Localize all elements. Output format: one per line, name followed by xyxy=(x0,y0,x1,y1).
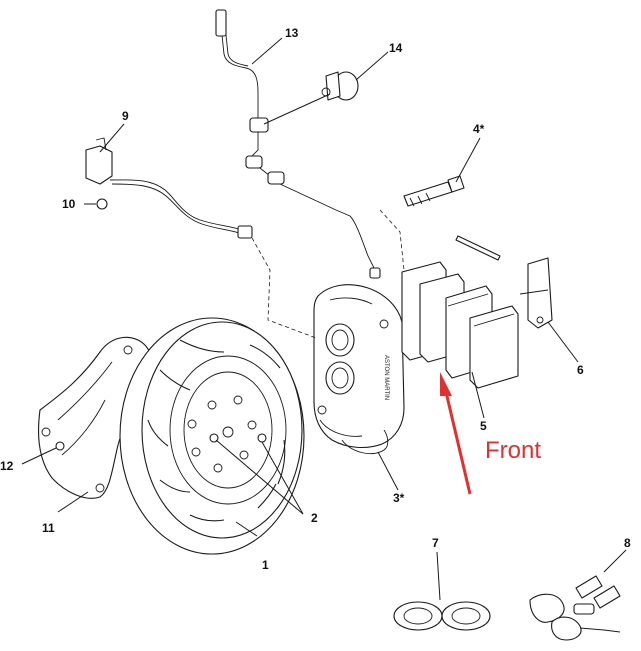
wheel-stud-holes xyxy=(187,395,257,473)
leader-lines xyxy=(21,37,627,601)
brake-caliper: ASTON MARTIN xyxy=(313,284,405,454)
callout-8: 8 xyxy=(624,536,631,550)
pad-retaining-pin xyxy=(455,235,553,329)
callout-6: 6 xyxy=(577,363,584,377)
callout-2: 2 xyxy=(311,511,318,525)
bleed-screws xyxy=(529,575,621,641)
pad-shims xyxy=(393,601,491,631)
brake-hose xyxy=(85,137,253,239)
caliper-lettering: ASTON MARTIN xyxy=(383,355,389,400)
shield-screw xyxy=(55,441,65,451)
callout-12: 12 xyxy=(0,459,14,473)
callout-13: 13 xyxy=(285,26,299,40)
callout-14: 14 xyxy=(389,41,403,55)
brake-pads xyxy=(401,261,519,389)
sensor-clip xyxy=(321,71,359,101)
callout-11: 11 xyxy=(42,521,55,535)
callout-3: 3* xyxy=(393,491,405,505)
callout-4: 4* xyxy=(473,122,485,136)
dust-shield xyxy=(37,336,153,499)
front-label: Front xyxy=(485,437,541,464)
callout-5: 5 xyxy=(480,419,487,433)
assembly-lines xyxy=(251,209,405,339)
brake-disc xyxy=(119,317,305,555)
callout-1: 1 xyxy=(262,558,269,572)
wear-sensor-cable xyxy=(215,9,381,279)
front-direction-arrow xyxy=(440,372,472,495)
callout-10: 10 xyxy=(62,197,76,211)
callout-7: 7 xyxy=(432,536,439,550)
callout-9: 9 xyxy=(122,109,129,123)
caliper-bolt xyxy=(403,175,465,207)
